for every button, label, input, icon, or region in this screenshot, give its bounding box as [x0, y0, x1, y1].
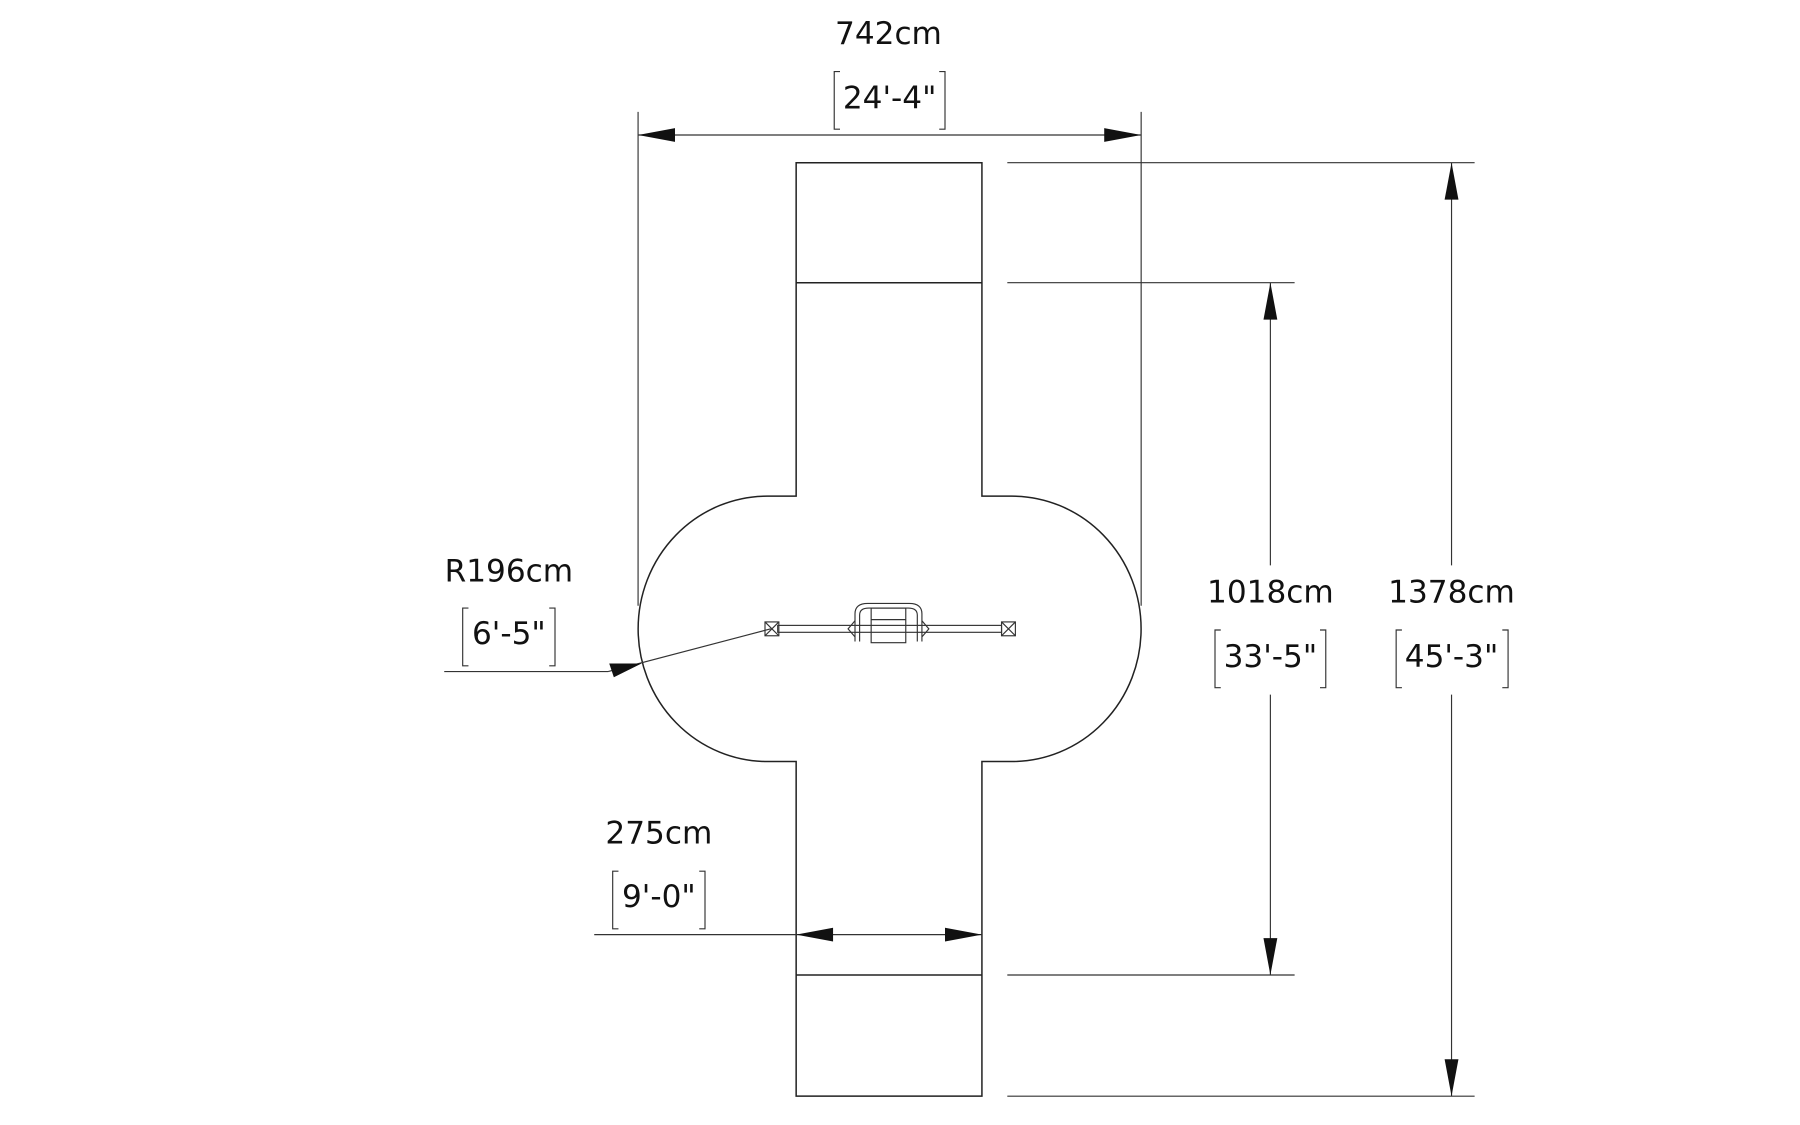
dimension-path-width: 275cm 9'-0"	[594, 815, 982, 942]
dimension-inner-length: 1018cm 33'-5"	[1007, 282, 1334, 976]
safety-zone-outline	[637, 161, 1142, 1097]
radius-imperial-label: 6'-5"	[472, 616, 546, 652]
overall-length-imperial-label: 45'-3"	[1405, 639, 1499, 675]
dimension-radius: R196cm 6'-5"	[444, 554, 771, 678]
path-width-metric-label: 275cm	[605, 815, 712, 851]
overall-length-metric-label: 1378cm	[1388, 574, 1515, 610]
inner-length-metric-label: 1018cm	[1207, 574, 1334, 610]
dimension-overall-width: 742cm 24'-4"	[637, 16, 1142, 606]
equipment-icon	[764, 602, 1016, 644]
path-width-imperial-label: 9'-0"	[622, 879, 696, 915]
width-metric-label: 742cm	[835, 16, 942, 52]
radius-metric-label: R196cm	[445, 554, 574, 590]
inner-length-imperial-label: 33'-5"	[1224, 639, 1318, 675]
width-imperial-label: 24'-4"	[843, 80, 937, 116]
dimension-overall-length: 1378cm 45'-3"	[1007, 162, 1515, 1097]
